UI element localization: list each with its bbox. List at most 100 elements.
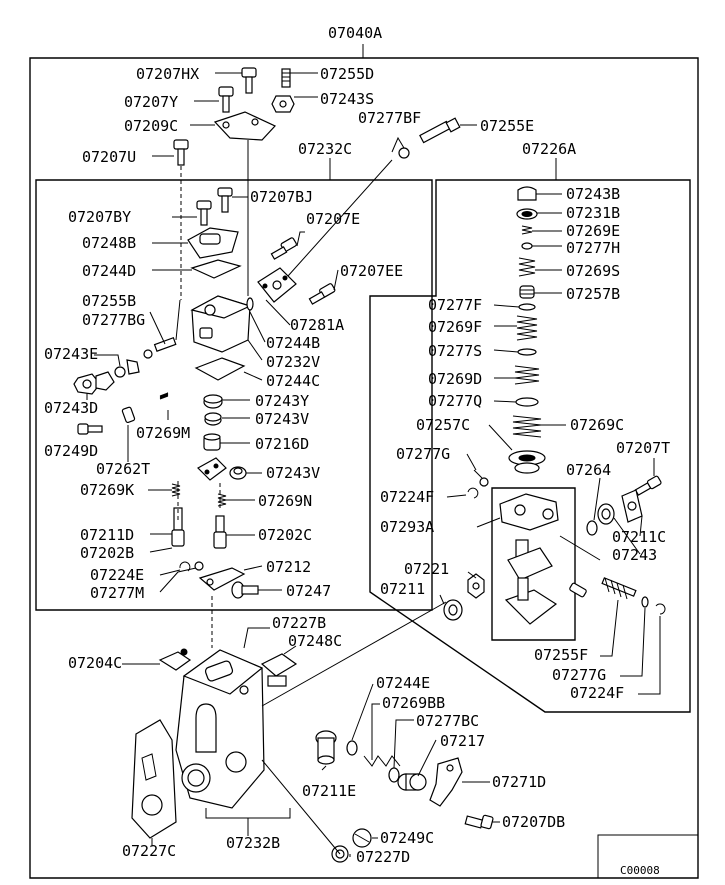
pin-07255f bbox=[601, 577, 637, 600]
label-07281a: 07281A bbox=[290, 316, 344, 334]
seat-07257c bbox=[508, 450, 546, 474]
figure-ref: C00008 bbox=[620, 864, 660, 877]
label-07277q: 07277Q bbox=[428, 392, 482, 410]
label-07264: 07264 bbox=[566, 461, 611, 479]
bolt-07207db bbox=[464, 814, 494, 830]
gasket-07227c bbox=[131, 719, 177, 839]
subassembly-frame-07226a bbox=[369, 179, 691, 713]
housing-07232v bbox=[190, 295, 252, 353]
nut-07243y bbox=[203, 394, 223, 409]
label-07207bj: 07207BJ bbox=[250, 188, 313, 206]
oring-07244b bbox=[246, 297, 254, 311]
washer-07277bf bbox=[391, 136, 410, 159]
gear-07221 bbox=[467, 573, 485, 599]
bolt-07207ee bbox=[308, 283, 336, 305]
clip-07224f bbox=[467, 487, 479, 499]
label-07207e: 07207E bbox=[306, 210, 360, 228]
bolt-07247 bbox=[231, 581, 259, 599]
label-07211e: 07211E bbox=[302, 782, 356, 800]
clip-07224f-2 bbox=[655, 603, 666, 615]
spring-07269d bbox=[514, 365, 540, 385]
label-07269f: 07269F bbox=[428, 318, 482, 336]
bolt-07207t bbox=[634, 475, 662, 496]
label-07244e: 07244E bbox=[376, 674, 430, 692]
label-07248b: 07248B bbox=[82, 234, 136, 252]
label-07207t: 07207T bbox=[616, 439, 670, 457]
label-07269bb: 07269BB bbox=[382, 694, 445, 712]
label-07231b: 07231B bbox=[566, 204, 620, 222]
label-07211d: 07211D bbox=[80, 526, 134, 544]
label-07243e: 07243E bbox=[44, 345, 98, 363]
oring-07244e bbox=[346, 740, 358, 756]
pump-housing-07232b bbox=[175, 649, 265, 809]
washer-07277f bbox=[518, 303, 536, 311]
label-07257c: 07257C bbox=[416, 416, 470, 434]
washer-07277g bbox=[473, 469, 489, 487]
spring-07269e bbox=[521, 225, 533, 235]
bushing-07211 bbox=[443, 599, 463, 621]
washer-07277q bbox=[515, 397, 539, 407]
spring-07269k bbox=[171, 483, 181, 497]
spring-07269bb bbox=[363, 755, 401, 767]
label-07277f: 07277F bbox=[428, 296, 482, 314]
label-07243y: 07243Y bbox=[255, 392, 309, 410]
label-07277bc: 07277BC bbox=[416, 712, 479, 730]
label-07227c: 07227C bbox=[122, 842, 176, 860]
nut-07243d bbox=[73, 371, 115, 395]
label-07269n: 07269N bbox=[258, 492, 312, 510]
label-07277g-2: 07277G bbox=[552, 666, 606, 684]
label-07247: 07247 bbox=[286, 582, 331, 600]
spring-07269m bbox=[159, 392, 169, 400]
label-07226a: 07226A bbox=[522, 140, 576, 158]
bolt-07207u bbox=[173, 139, 189, 166]
label-07209c: 07209C bbox=[124, 117, 178, 135]
spring-07269n bbox=[217, 493, 227, 507]
label-07221: 07221 bbox=[404, 560, 449, 578]
bolt-07211e bbox=[315, 730, 337, 765]
plunger-07202c bbox=[213, 515, 227, 549]
label-07207y: 07207Y bbox=[124, 93, 178, 111]
label-07243: 07243 bbox=[612, 546, 657, 564]
label-07277s: 07277S bbox=[428, 342, 482, 360]
pin-07262t bbox=[121, 406, 136, 423]
washer-07277g-2 bbox=[641, 596, 649, 608]
label-07277g: 07277G bbox=[396, 445, 450, 463]
label-07269e: 07269E bbox=[566, 222, 620, 240]
cap-07243b bbox=[517, 186, 537, 201]
gasket-07244c bbox=[194, 357, 246, 381]
label-07255d: 07255D bbox=[320, 65, 374, 83]
label-07202c: 07202C bbox=[258, 526, 312, 544]
washer-07264 bbox=[586, 520, 598, 536]
label-07244d: 07244D bbox=[82, 262, 136, 280]
spring-07269s bbox=[518, 257, 536, 277]
collar-07217 bbox=[397, 773, 427, 791]
plug-07249c bbox=[352, 828, 372, 848]
bracket-07248c bbox=[260, 653, 298, 687]
label-07207ee: 07207EE bbox=[340, 262, 403, 280]
label-07269m: 07269M bbox=[136, 424, 190, 442]
stud-07255d bbox=[281, 68, 291, 88]
label-07224e: 07224E bbox=[90, 566, 144, 584]
nut-07243v bbox=[204, 412, 222, 426]
label-07232c: 07232C bbox=[298, 140, 352, 158]
washer-07277m bbox=[194, 561, 204, 571]
spacer-07216d bbox=[203, 433, 221, 451]
washer-07277bc bbox=[388, 767, 400, 783]
label-07232b: 07232B bbox=[226, 834, 280, 852]
nut-07243 bbox=[597, 503, 615, 525]
label-07227b: 07227B bbox=[272, 614, 326, 632]
nut-07243v-2 bbox=[229, 466, 247, 480]
bolt-07207y bbox=[218, 86, 234, 113]
label-07207by: 07207BY bbox=[68, 208, 131, 226]
bolt-07207hx bbox=[241, 67, 257, 94]
nut-07243e bbox=[114, 359, 140, 378]
label-07277bg: 07277BG bbox=[82, 311, 145, 329]
label-07249d: 07249D bbox=[44, 442, 98, 460]
label-07212: 07212 bbox=[266, 558, 311, 576]
gasket-07244d bbox=[190, 259, 242, 279]
label-07269c: 07269C bbox=[570, 416, 624, 434]
spring-07269f bbox=[516, 315, 538, 341]
cover-07248b bbox=[187, 227, 239, 259]
label-07269k: 07269K bbox=[80, 481, 134, 499]
label-07243b: 07243B bbox=[566, 185, 620, 203]
